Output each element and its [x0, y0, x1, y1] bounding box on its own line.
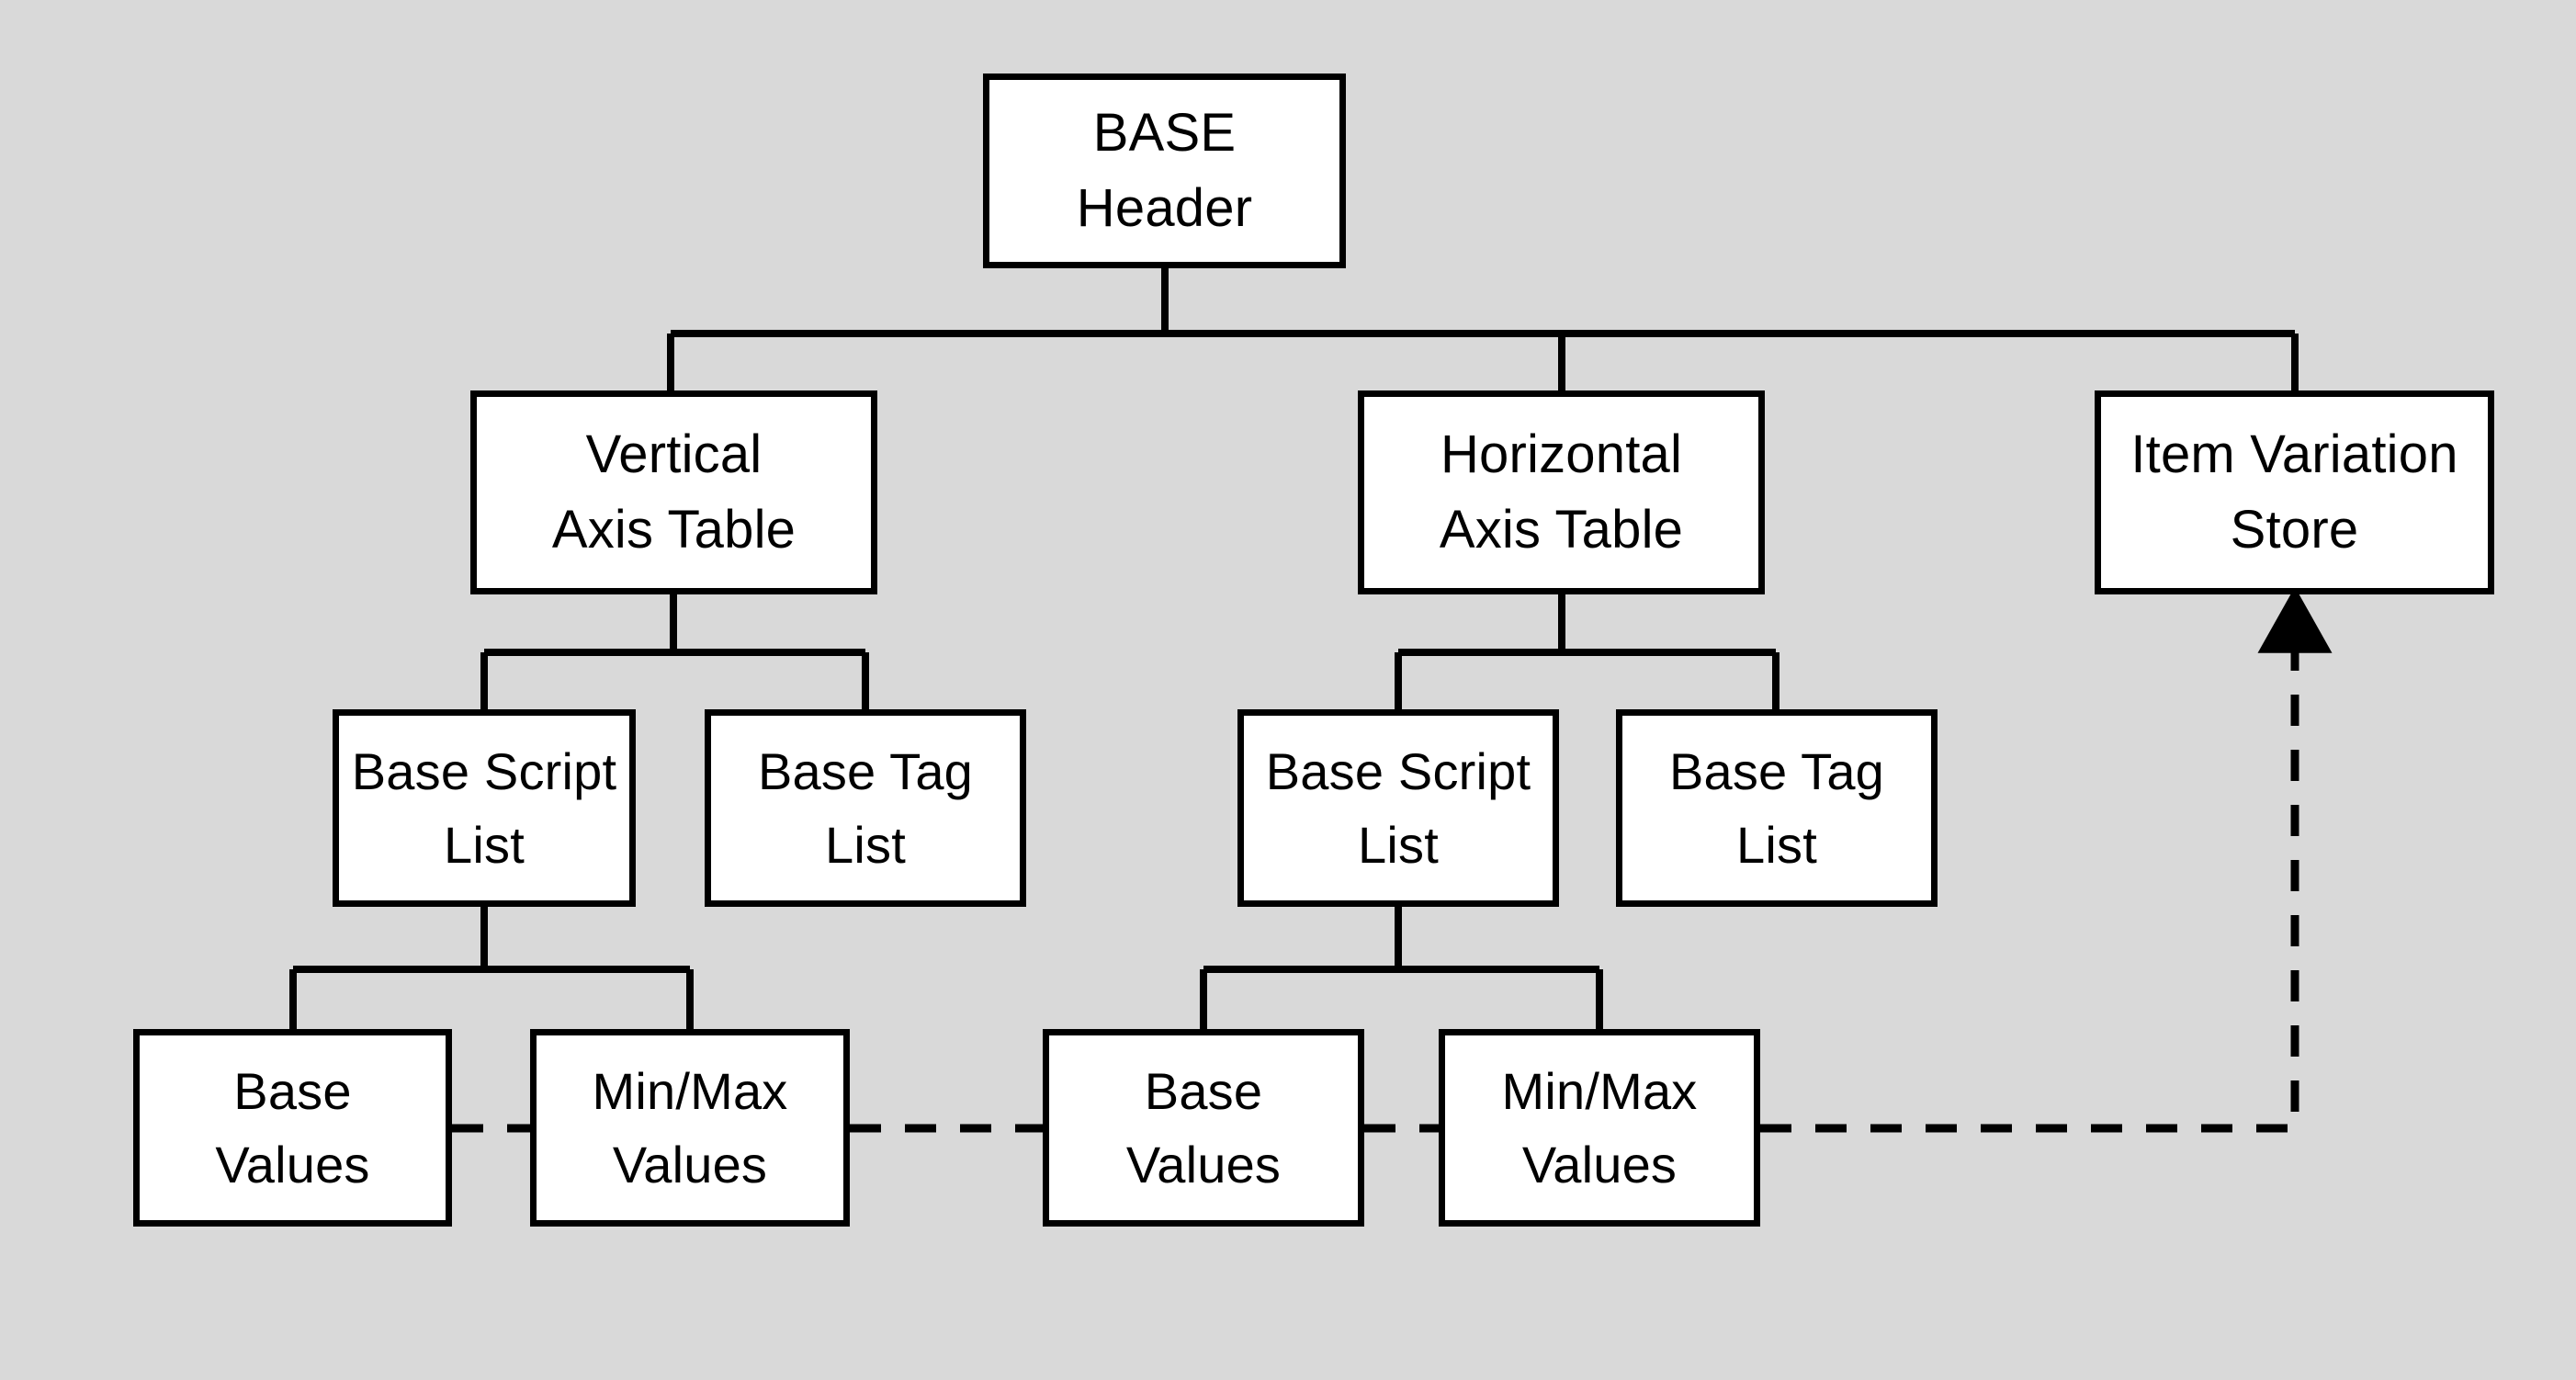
node-base-script-list-right-line1: Base Script — [1265, 741, 1531, 800]
node-item-variation-store-line2: Store — [2230, 500, 2359, 560]
node-base-header-line2: Header — [1076, 178, 1253, 238]
node-vertical-axis-table-line1: Vertical — [585, 424, 763, 484]
node-base-script-list-left[interactable]: Base Script List — [333, 709, 636, 907]
node-base-values-left-line1: Base — [233, 1061, 352, 1120]
edge-vertical-axis-table-to-children — [480, 594, 869, 709]
node-horizontal-axis-table-line1: Horizontal — [1440, 424, 1683, 484]
node-base-values-right-line2: Values — [1125, 1135, 1282, 1193]
node-base-values-right-line1: Base — [1144, 1061, 1263, 1120]
node-item-variation-store-line1: Item Variation — [2130, 424, 2458, 484]
node-base-tag-list-right[interactable]: Base Tag List — [1616, 709, 1938, 907]
node-base-script-list-left-line2: List — [444, 815, 525, 874]
node-item-variation-store[interactable]: Item Variation Store — [2095, 390, 2494, 594]
node-minmax-values-left-line1: Min/Max — [592, 1061, 788, 1120]
node-minmax-values-left-line2: Values — [612, 1135, 768, 1193]
node-base-script-list-left-line1: Base Script — [351, 741, 617, 800]
node-minmax-values-right[interactable]: Min/Max Values — [1439, 1029, 1760, 1227]
edge-base-header-to-level2 — [667, 268, 2299, 390]
node-base-values-left[interactable]: Base Values — [133, 1029, 452, 1227]
node-vertical-axis-table-line2: Axis Table — [551, 500, 797, 560]
node-horizontal-axis-table-line2: Axis Table — [1439, 500, 1684, 560]
node-base-header-line1: BASE — [1092, 102, 1237, 163]
node-base-tag-list-right-line1: Base Tag — [1668, 741, 1885, 800]
node-base-values-right[interactable]: Base Values — [1043, 1029, 1364, 1227]
node-horizontal-axis-table[interactable]: Horizontal Axis Table — [1358, 390, 1765, 594]
edge-horizontal-axis-table-to-children — [1395, 594, 1779, 709]
node-base-values-left-line2: Values — [215, 1135, 370, 1193]
node-base-tag-list-left-line2: List — [825, 815, 906, 874]
node-base-script-list-right-line2: List — [1358, 815, 1439, 874]
node-base-tag-list-left-line1: Base Tag — [757, 741, 974, 800]
edge-base-script-list-right-to-children — [1200, 907, 1603, 1029]
node-minmax-values-left[interactable]: Min/Max Values — [530, 1029, 850, 1227]
node-base-tag-list-left[interactable]: Base Tag List — [705, 709, 1026, 907]
node-base-script-list-right[interactable]: Base Script List — [1237, 709, 1559, 907]
edge-base-script-list-left-to-children — [289, 907, 694, 1029]
node-vertical-axis-table[interactable]: Vertical Axis Table — [470, 390, 877, 594]
node-base-header[interactable]: BASE Header — [983, 74, 1346, 268]
node-base-tag-list-right-line2: List — [1736, 815, 1817, 874]
node-minmax-values-right-line1: Min/Max — [1501, 1061, 1698, 1120]
node-minmax-values-right-line2: Values — [1521, 1135, 1678, 1193]
